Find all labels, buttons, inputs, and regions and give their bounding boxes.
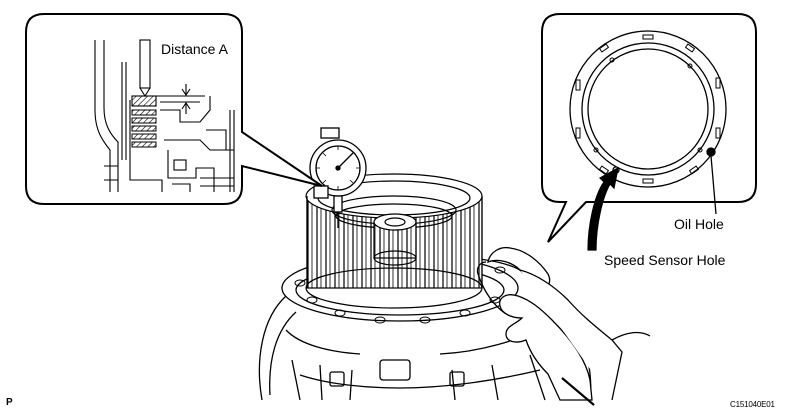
- speed-sensor-hole-label: Speed Sensor Hole: [604, 252, 726, 268]
- speed-sensor-arrow: [587, 166, 619, 251]
- oil-hole-label: Oil Hole: [674, 216, 724, 232]
- left-callout: [25, 13, 323, 205]
- oil-hole-marker: [706, 147, 716, 157]
- right-callout-ring: [569, 30, 727, 215]
- input-shaft: [373, 213, 417, 266]
- hand-with-tool: [476, 246, 651, 406]
- left-callout-detail: [94, 39, 235, 192]
- distance-a-label: Distance A: [161, 41, 228, 57]
- figure-code: C151040E01: [730, 400, 775, 409]
- corner-letter: P: [6, 397, 13, 408]
- dial-indicator: [309, 127, 367, 228]
